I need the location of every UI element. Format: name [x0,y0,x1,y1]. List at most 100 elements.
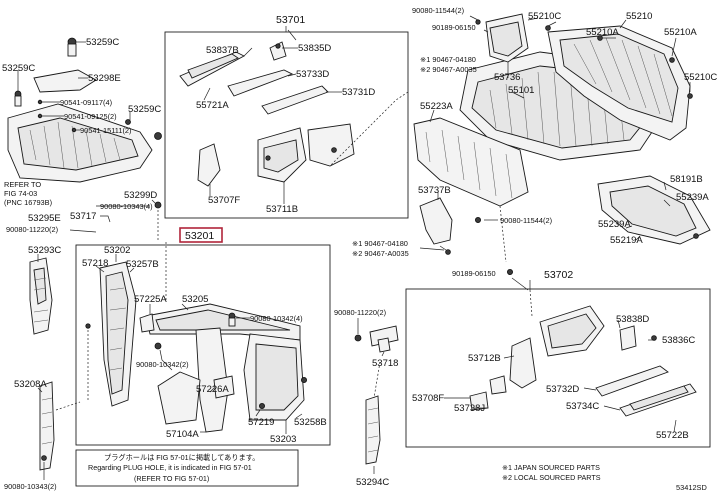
figure-code: 53412SD [676,483,707,492]
label-53707F[interactable]: 53707F [208,195,240,206]
left-leader-lines [17,41,159,240]
leader-53208A [37,387,43,393]
label-90541-09117[interactable]: 90541-09117(4) [60,98,112,107]
label-90541-09125[interactable]: 90541-09125(2) [64,112,117,121]
cowl-bracket-53736 [475,13,529,63]
label-53295E[interactable]: 53295E [28,213,61,224]
label-58191B[interactable]: 58191B [670,174,703,185]
label-90467-A0035-top[interactable]: ※2 90467-A0035 [420,65,477,74]
label-53293C[interactable]: 53293C [28,245,61,256]
label-90080-10343-4[interactable]: 90080-10343(4) [100,202,153,211]
label-53205[interactable]: 53205 [182,294,208,305]
label-55721A[interactable]: 55721A [196,100,229,111]
label-90467-04180-top[interactable]: ※1 90467-04180 [420,55,476,64]
label-53708F[interactable]: 53708F [412,393,444,404]
bracket-53294C [365,395,381,465]
label-90541-15111[interactable]: 90541-15111(2) [80,126,132,135]
label-53202[interactable]: 53202 [104,245,130,256]
legend-local-sourced: ※2 LOCAL SOURCED PARTS [502,473,601,482]
label-53702[interactable]: 53702 [544,269,573,281]
label-90467-04180-mid[interactable]: ※1 90467-04180 [352,239,408,248]
leader-53208A-dash [55,401,81,411]
label-53731D[interactable]: 53731D [342,87,375,98]
label-53203[interactable]: 53203 [270,434,296,445]
side-bracket-53293C [29,257,53,335]
label-53298E[interactable]: 53298E [88,73,121,84]
apron-parts-53702 [469,268,697,417]
note-refer-fig-57: (REFER TO FIG 57-01) [134,474,209,483]
label-90189-06150-top[interactable]: 90189-06150 [432,23,476,32]
side-bracket-53208A [39,381,55,471]
label-55210A-2[interactable]: 55210A [664,27,697,38]
upper-cover-assembly [7,37,162,209]
radiator-support-53201 [85,261,307,433]
group-box-53701 [164,31,409,219]
label-55101[interactable]: 55101 [508,85,534,96]
dash-silencer-55210 [545,25,693,141]
label-53299D[interactable]: 53299D [124,190,157,201]
label-53712B[interactable]: 53712B [468,353,501,364]
label-55223A[interactable]: 55223A [420,101,453,112]
label-53259C-top[interactable]: 53259C [86,37,119,48]
label-53201[interactable]: 53201 [185,230,214,242]
label-53208A[interactable]: 53208A [14,379,47,390]
label-53733D[interactable]: 53733D [296,69,329,80]
leader-90467-mid [419,247,445,251]
label-53258B[interactable]: 53258B [294,417,327,428]
label-57104A[interactable]: 57104A [166,429,199,440]
label-55210[interactable]: 55210 [626,11,652,22]
leaders-53201 [87,242,303,434]
group-box-53702 [405,288,711,448]
label-55210C-right[interactable]: 55210C [684,72,717,83]
label-90189-06150-mid[interactable]: 90189-06150 [452,269,496,278]
label-53836C[interactable]: 53836C [662,335,695,346]
label-55219A[interactable]: 55219A [610,235,643,246]
label-55239A-2[interactable]: 55239A [598,219,631,230]
leader-53718 [381,351,385,357]
label-53738J[interactable]: 53738J [454,403,485,414]
label-90080-10343-2[interactable]: 90080-10343(2) [4,482,57,491]
label-53717[interactable]: 53717 [70,211,96,222]
label-53701[interactable]: 53701 [276,14,305,26]
label-90080-11220-2-mid[interactable]: 90080-11220(2) [334,308,386,317]
label-55210A-1[interactable]: 55210A [586,27,619,38]
label-53259C-left[interactable]: 53259C [2,63,35,74]
label-53718[interactable]: 53718 [372,358,398,369]
label-53835D[interactable]: 53835D [298,43,331,54]
leaders-upper-right [429,15,691,263]
label-55210C-top[interactable]: 55210C [528,11,561,22]
label-57226A[interactable]: 57226A [196,384,229,395]
note-box [75,449,299,487]
label-53257B[interactable]: 53257B [126,259,159,270]
hood-lock-bracket-53718 [354,325,399,353]
label-57225A[interactable]: 57225A [134,294,167,305]
label-90080-11544-2-top[interactable]: 90080-11544(2) [412,6,464,15]
label-90080-11220-2-left[interactable]: 90080-11220(2) [6,225,58,234]
label-53711B[interactable]: 53711B [266,204,298,215]
apron-parts-53701 [179,41,355,187]
refer-fig-74-line1: REFER TO [4,180,41,189]
label-90080-11544-2-mid[interactable]: 90080-11544(2) [500,216,552,225]
leaders-53701 [203,29,409,204]
panel-55239A [597,175,711,245]
label-57218[interactable]: 57218 [82,258,108,269]
label-90080-10342-2[interactable]: 90080-10342(2) [136,360,189,369]
label-53294C[interactable]: 53294C [356,477,389,488]
label-53734C[interactable]: 53734C [566,401,599,412]
note-en: Regarding PLUG HOLE, it is indicated in … [88,463,252,472]
label-53259C-mid[interactable]: 53259C [128,104,161,115]
label-53838D[interactable]: 53838D [616,314,649,325]
label-90080-10342-4[interactable]: 90080-10342(4) [250,314,303,323]
label-55722B[interactable]: 55722B [656,430,689,441]
label-57219[interactable]: 57219 [248,417,274,428]
label-53837B[interactable]: 53837B [206,45,239,56]
label-53736[interactable]: 53736 [494,72,520,83]
label-53732D[interactable]: 53732D [546,384,579,395]
refer-fig-74-line2: FIG 74-03 [4,189,37,198]
label-53737B[interactable]: 53737B [418,185,451,196]
label-55239A-1[interactable]: 55239A [676,192,709,203]
label-90467-A0035-mid[interactable]: ※2 90467-A0035 [352,249,409,258]
note-jp: プラグホールは FIG 57-01に掲載してあります。 [104,453,259,462]
highlight-box-53201[interactable] [179,227,223,243]
